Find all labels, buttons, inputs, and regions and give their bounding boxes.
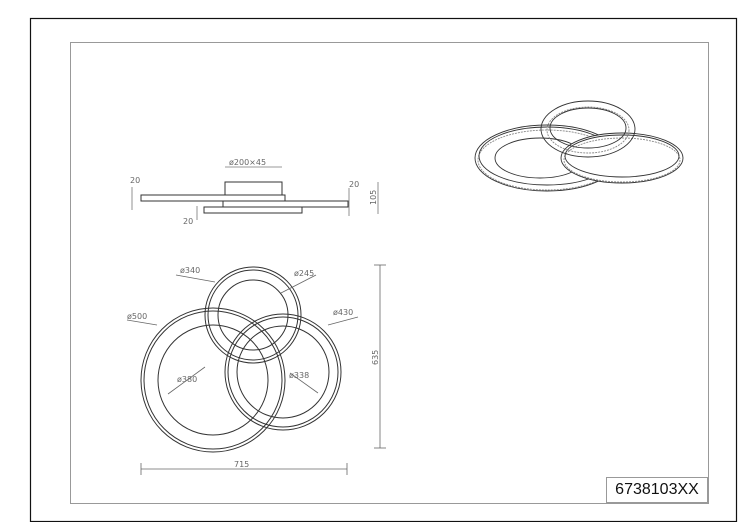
dim-width: 715 xyxy=(234,460,249,469)
dim-500: ø500 xyxy=(127,312,147,321)
dim-340: ø340 xyxy=(180,266,200,275)
top-view xyxy=(126,264,386,475)
dim-plate-bottom: 20 xyxy=(183,217,193,226)
canopy-box xyxy=(224,181,283,196)
dim-430: ø430 xyxy=(333,308,353,317)
side-view xyxy=(131,166,379,220)
dim-plate-right: 20 xyxy=(349,180,359,189)
dim-box: ø200×45 xyxy=(229,158,266,167)
dim-245: ø245 xyxy=(294,269,314,278)
dim-depth: 635 xyxy=(371,350,380,365)
dim-338: ø338 xyxy=(289,371,309,380)
outer-frame xyxy=(29,17,738,522)
ring-plate-2 xyxy=(222,200,349,208)
dim-height: 105 xyxy=(369,190,378,205)
product-code-label: 6738103XX xyxy=(606,477,708,503)
perspective-view xyxy=(474,100,684,192)
ring-plate-1 xyxy=(140,194,286,202)
ring-plate-3 xyxy=(203,206,303,214)
inner-frame xyxy=(70,42,709,504)
dim-plate-top: 20 xyxy=(130,176,140,185)
dim-380: ø380 xyxy=(177,375,197,384)
